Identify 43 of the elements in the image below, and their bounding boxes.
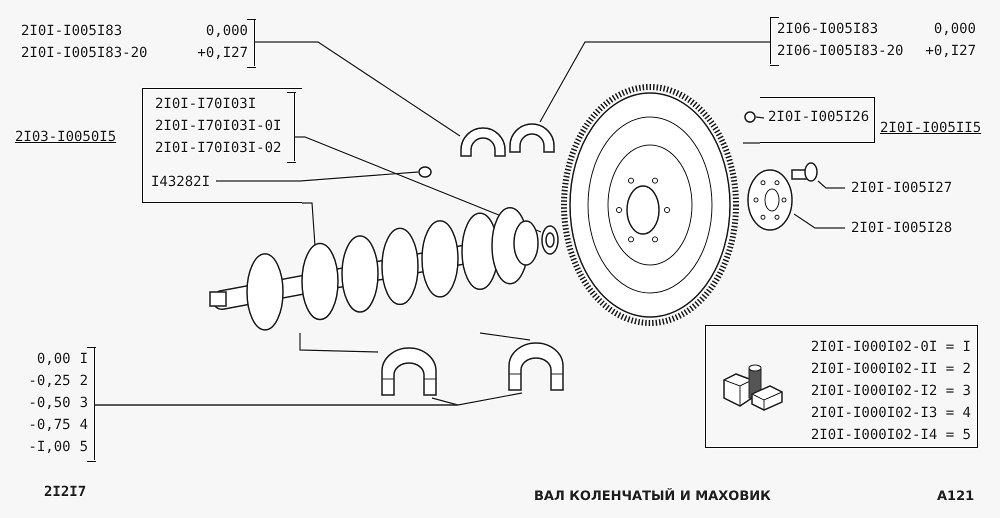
part-number: 2I0I-I000I02-0I = I — [810, 338, 972, 357]
repair-size-table — [705, 325, 978, 448]
leader-line — [794, 214, 845, 229]
part-number: 2I0I-I70I03I-02 — [154, 139, 282, 158]
page-number: A121 — [937, 489, 974, 504]
size-code: -0,50 3 — [27, 394, 89, 413]
part-number: 2I0I-I70I03I-0I — [154, 117, 282, 136]
leader-line — [216, 171, 418, 182]
part-number: I43282I — [150, 173, 212, 192]
leader-line — [255, 41, 460, 136]
leader-line — [539, 41, 770, 122]
pilot-bearing-drawing — [541, 225, 559, 255]
leader-line — [95, 392, 522, 406]
flange-plate-drawing — [746, 168, 794, 232]
part-number: 2I06-I005I83-20 +0,I27 — [776, 42, 977, 61]
part-number: 2I0I-I005I27 — [850, 179, 954, 198]
part-number: 2I0I-I000I02-I4 = 5 — [810, 426, 972, 445]
part-number: 2I0I-I70I03I — [154, 95, 258, 114]
drawing-number: 2I2I7 — [44, 484, 86, 500]
title: ВАЛ КОЛЕНЧАТЫЙ И МАХОВИК — [534, 489, 771, 504]
part-number: 2I06-I005I83 0,000 — [776, 20, 977, 39]
part-number: 2I0I-I000I02-I2 = 3 — [810, 382, 972, 401]
size-code: -I,00 5 — [27, 438, 89, 457]
assembly-number: 2I03-I0050I5 — [15, 129, 116, 145]
size-code: -0,75 4 — [27, 416, 89, 435]
leader-line — [302, 202, 316, 246]
leader-line — [756, 116, 764, 119]
thrust-half-washer-drawing — [458, 126, 508, 158]
leader-line — [299, 333, 378, 353]
leader-line — [480, 332, 530, 341]
leader-line — [818, 180, 845, 189]
size-code: 0,00 I — [36, 350, 89, 369]
plug-drawing — [418, 166, 432, 178]
size-code: -0,25 2 — [27, 372, 89, 391]
part-number: 2I0I-I000I02-II = 2 — [810, 360, 972, 379]
part-number: 2I0I-I000I02-I3 = 4 — [810, 404, 972, 423]
part-number: 2I0I-I005I28 — [850, 219, 954, 238]
leader-line — [743, 142, 760, 144]
dowel-pin-drawing — [744, 111, 756, 123]
part-number: 2I0I-I005I26 — [767, 108, 870, 127]
assembly-number: 2I0I-I005II5 — [880, 120, 982, 136]
part-number: 2I0I-I005I83 0,000 — [20, 22, 249, 41]
part-number: 2I0I-I005I83-20 +0,I27 — [20, 44, 249, 63]
